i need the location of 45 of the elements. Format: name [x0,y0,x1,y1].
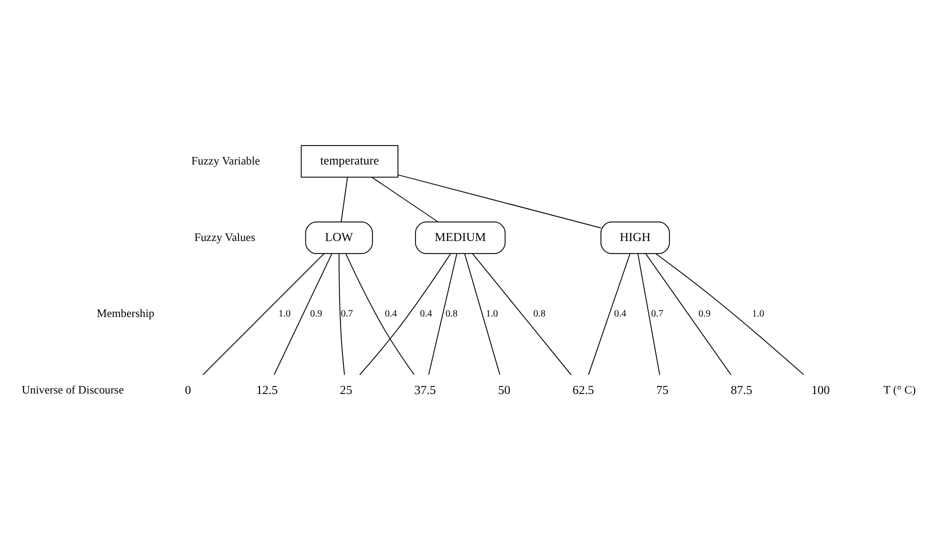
edge-label: 1.0 [278,308,291,320]
edge-label: 0.9 [698,308,711,320]
node-text: 12.5 [256,382,278,397]
connector [340,176,348,222]
edge-label: 0.7 [340,308,353,320]
connector [655,253,804,375]
node-text: 37.5 [414,382,436,397]
node-box: HIGH [600,222,670,254]
connector [588,253,630,376]
edge-label: 0.8 [445,308,458,320]
edge-label: 0.4 [614,308,626,320]
label: Fuzzy Variable [191,155,260,168]
connector [345,253,415,376]
label: Universe of Discourse [22,384,124,397]
connector [472,253,572,376]
node-box: MEDIUM [415,222,506,254]
connector [464,253,500,376]
connector [428,253,458,376]
label: Fuzzy Values [194,232,256,244]
edge-label: 1.0 [752,308,764,320]
label: Membership [96,308,154,320]
edge-label: 0.9 [310,308,322,320]
node-text: 0 [184,382,191,397]
label: T (° C) [884,384,916,397]
connector [338,253,345,376]
connector [372,176,438,222]
node-text: 100 [811,382,830,397]
edge-label: 1.0 [486,308,498,320]
node-text: 50 [498,382,510,397]
node-text: 62.5 [572,382,594,397]
edge-label: 0.7 [651,308,664,320]
connector [645,253,732,376]
edge-label: 0.4 [384,308,397,320]
connector [398,174,602,228]
edge-label: 0.4 [420,308,432,320]
node-text: 75 [656,382,669,397]
connector [202,253,324,376]
node-text: 25 [340,382,352,397]
connector [359,253,451,376]
node-box: LOW [305,222,373,254]
connector [274,253,332,376]
node-box: temperature [300,145,398,178]
connector [637,253,660,376]
node-text: 87.5 [730,382,752,397]
edge-label: 0.8 [533,308,546,320]
